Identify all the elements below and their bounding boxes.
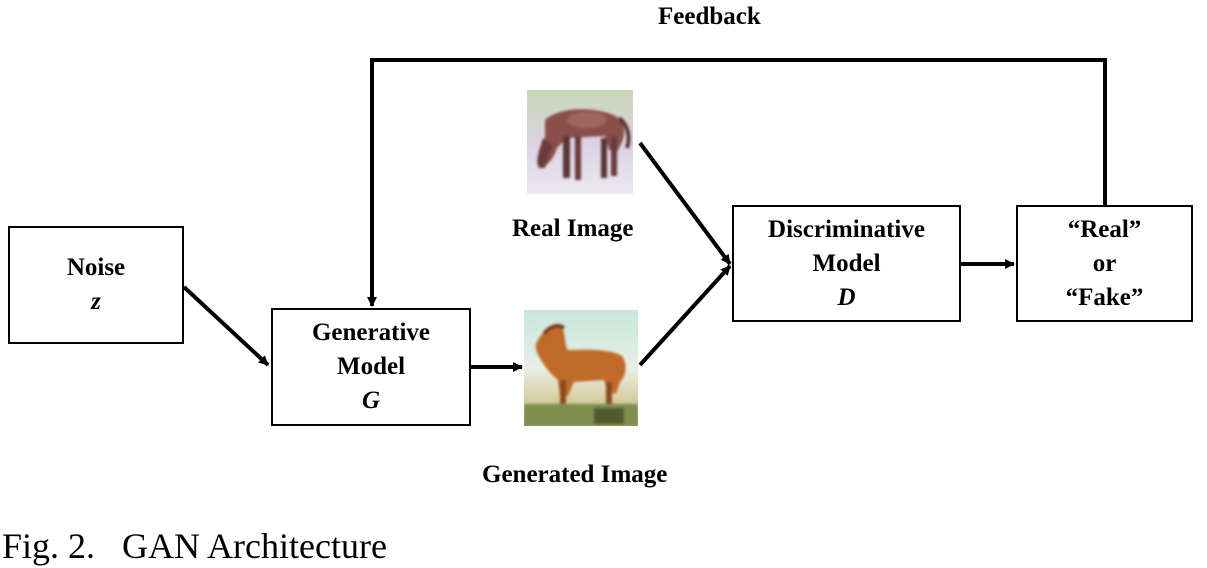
feedback-loop-arrow <box>367 58 1107 307</box>
output-line3: “Fake” <box>1065 283 1144 311</box>
arrow-noise-to-generator <box>182 285 270 367</box>
feedback-label: Feedback <box>658 3 761 30</box>
noise-title: Noise <box>66 254 126 281</box>
real-or-fake-output-box: “Real” or “Fake” <box>1016 205 1193 322</box>
noise-symbol: z <box>91 288 101 315</box>
discriminator-line2: Model <box>812 249 881 277</box>
arrow-real-image-to-discriminator <box>638 141 732 266</box>
figure-caption-text: Fig. 2. GAN Architecture <box>2 526 387 566</box>
output-line2: or <box>1092 249 1117 277</box>
output-line1: “Real” <box>1067 215 1142 243</box>
real-horse-picture <box>527 90 633 194</box>
generated-image-label: Generated Image <box>482 461 668 488</box>
generator-line1: Generative <box>311 319 430 346</box>
generator-symbol: G <box>361 387 381 414</box>
real-image-thumbnail <box>527 90 633 194</box>
figure-caption: Fig. 2. GAN Architecture <box>2 526 387 566</box>
generated-horse-picture <box>524 310 638 426</box>
real-image-label: Real Image <box>512 215 634 242</box>
arrow-generated-image-to-discriminator <box>638 264 732 367</box>
generated-image-thumbnail <box>524 310 638 426</box>
discriminator-line1: Discriminative <box>768 215 925 243</box>
discriminative-model-box: Discriminative Model D <box>732 205 961 322</box>
discriminator-symbol: D <box>837 283 856 311</box>
noise-box: Noise z <box>8 226 184 344</box>
generative-model-box: Generative Model G <box>271 308 471 426</box>
generator-line2: Model <box>336 353 406 380</box>
